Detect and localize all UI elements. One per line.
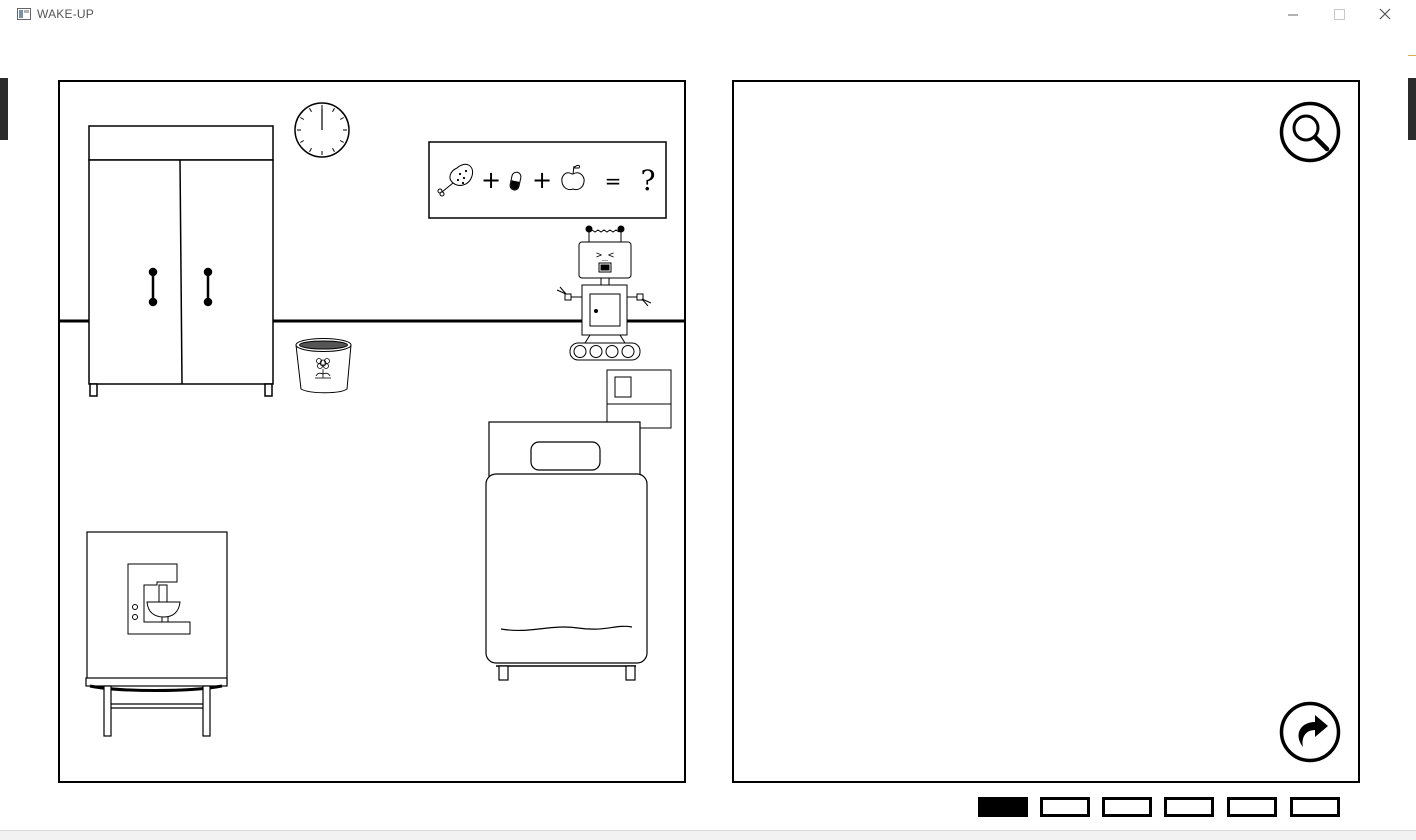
trash-bin[interactable] xyxy=(295,338,352,394)
chicken-leg-icon xyxy=(437,163,474,197)
nightstand[interactable] xyxy=(606,369,672,429)
inventory-slot-3[interactable] xyxy=(1102,797,1152,817)
maximize-button[interactable] xyxy=(1316,0,1362,30)
magnifier-icon xyxy=(1279,101,1341,163)
bed[interactable] xyxy=(485,421,648,681)
robot-face: >_< xyxy=(596,250,614,261)
close-icon xyxy=(1379,8,1391,20)
inspect-panel xyxy=(732,80,1360,783)
question-mark: ? xyxy=(640,164,655,197)
pill-icon xyxy=(509,171,522,191)
background-window-edge xyxy=(0,78,8,140)
window-bottom-edge xyxy=(0,830,1416,840)
equals-sign: = xyxy=(605,169,622,193)
title-bar: WAKE-UP xyxy=(0,0,1416,30)
minimize-icon xyxy=(1288,14,1298,16)
robot[interactable]: >_< xyxy=(556,225,652,361)
background-window-edge xyxy=(1408,78,1416,140)
stand-mixer[interactable] xyxy=(127,563,191,635)
plus-sign: + xyxy=(532,166,552,194)
inventory-slot-5[interactable] xyxy=(1227,797,1277,817)
curved-arrow-icon xyxy=(1279,701,1341,763)
minimize-button[interactable] xyxy=(1270,0,1316,30)
formula-poster[interactable]: + + = ? xyxy=(428,141,667,219)
apple-icon xyxy=(561,164,585,191)
inventory-slot-4[interactable] xyxy=(1164,797,1214,817)
background-window-edge xyxy=(1408,55,1416,64)
app-icon xyxy=(17,8,31,20)
wardrobe[interactable] xyxy=(88,125,274,397)
inventory-slot-2[interactable] xyxy=(1040,797,1090,817)
wall-clock[interactable] xyxy=(294,102,350,158)
magnify-button[interactable] xyxy=(1279,101,1341,163)
inventory-bar xyxy=(978,797,1342,819)
inventory-slot-1[interactable] xyxy=(978,797,1028,817)
close-button[interactable] xyxy=(1362,0,1408,30)
plus-sign: + xyxy=(481,166,501,194)
inventory-slot-6[interactable] xyxy=(1290,797,1340,817)
room-scene: + + = ? >_< xyxy=(58,80,686,783)
window-title: WAKE-UP xyxy=(37,7,94,21)
maximize-icon xyxy=(1334,9,1345,20)
back-button[interactable] xyxy=(1279,701,1341,763)
